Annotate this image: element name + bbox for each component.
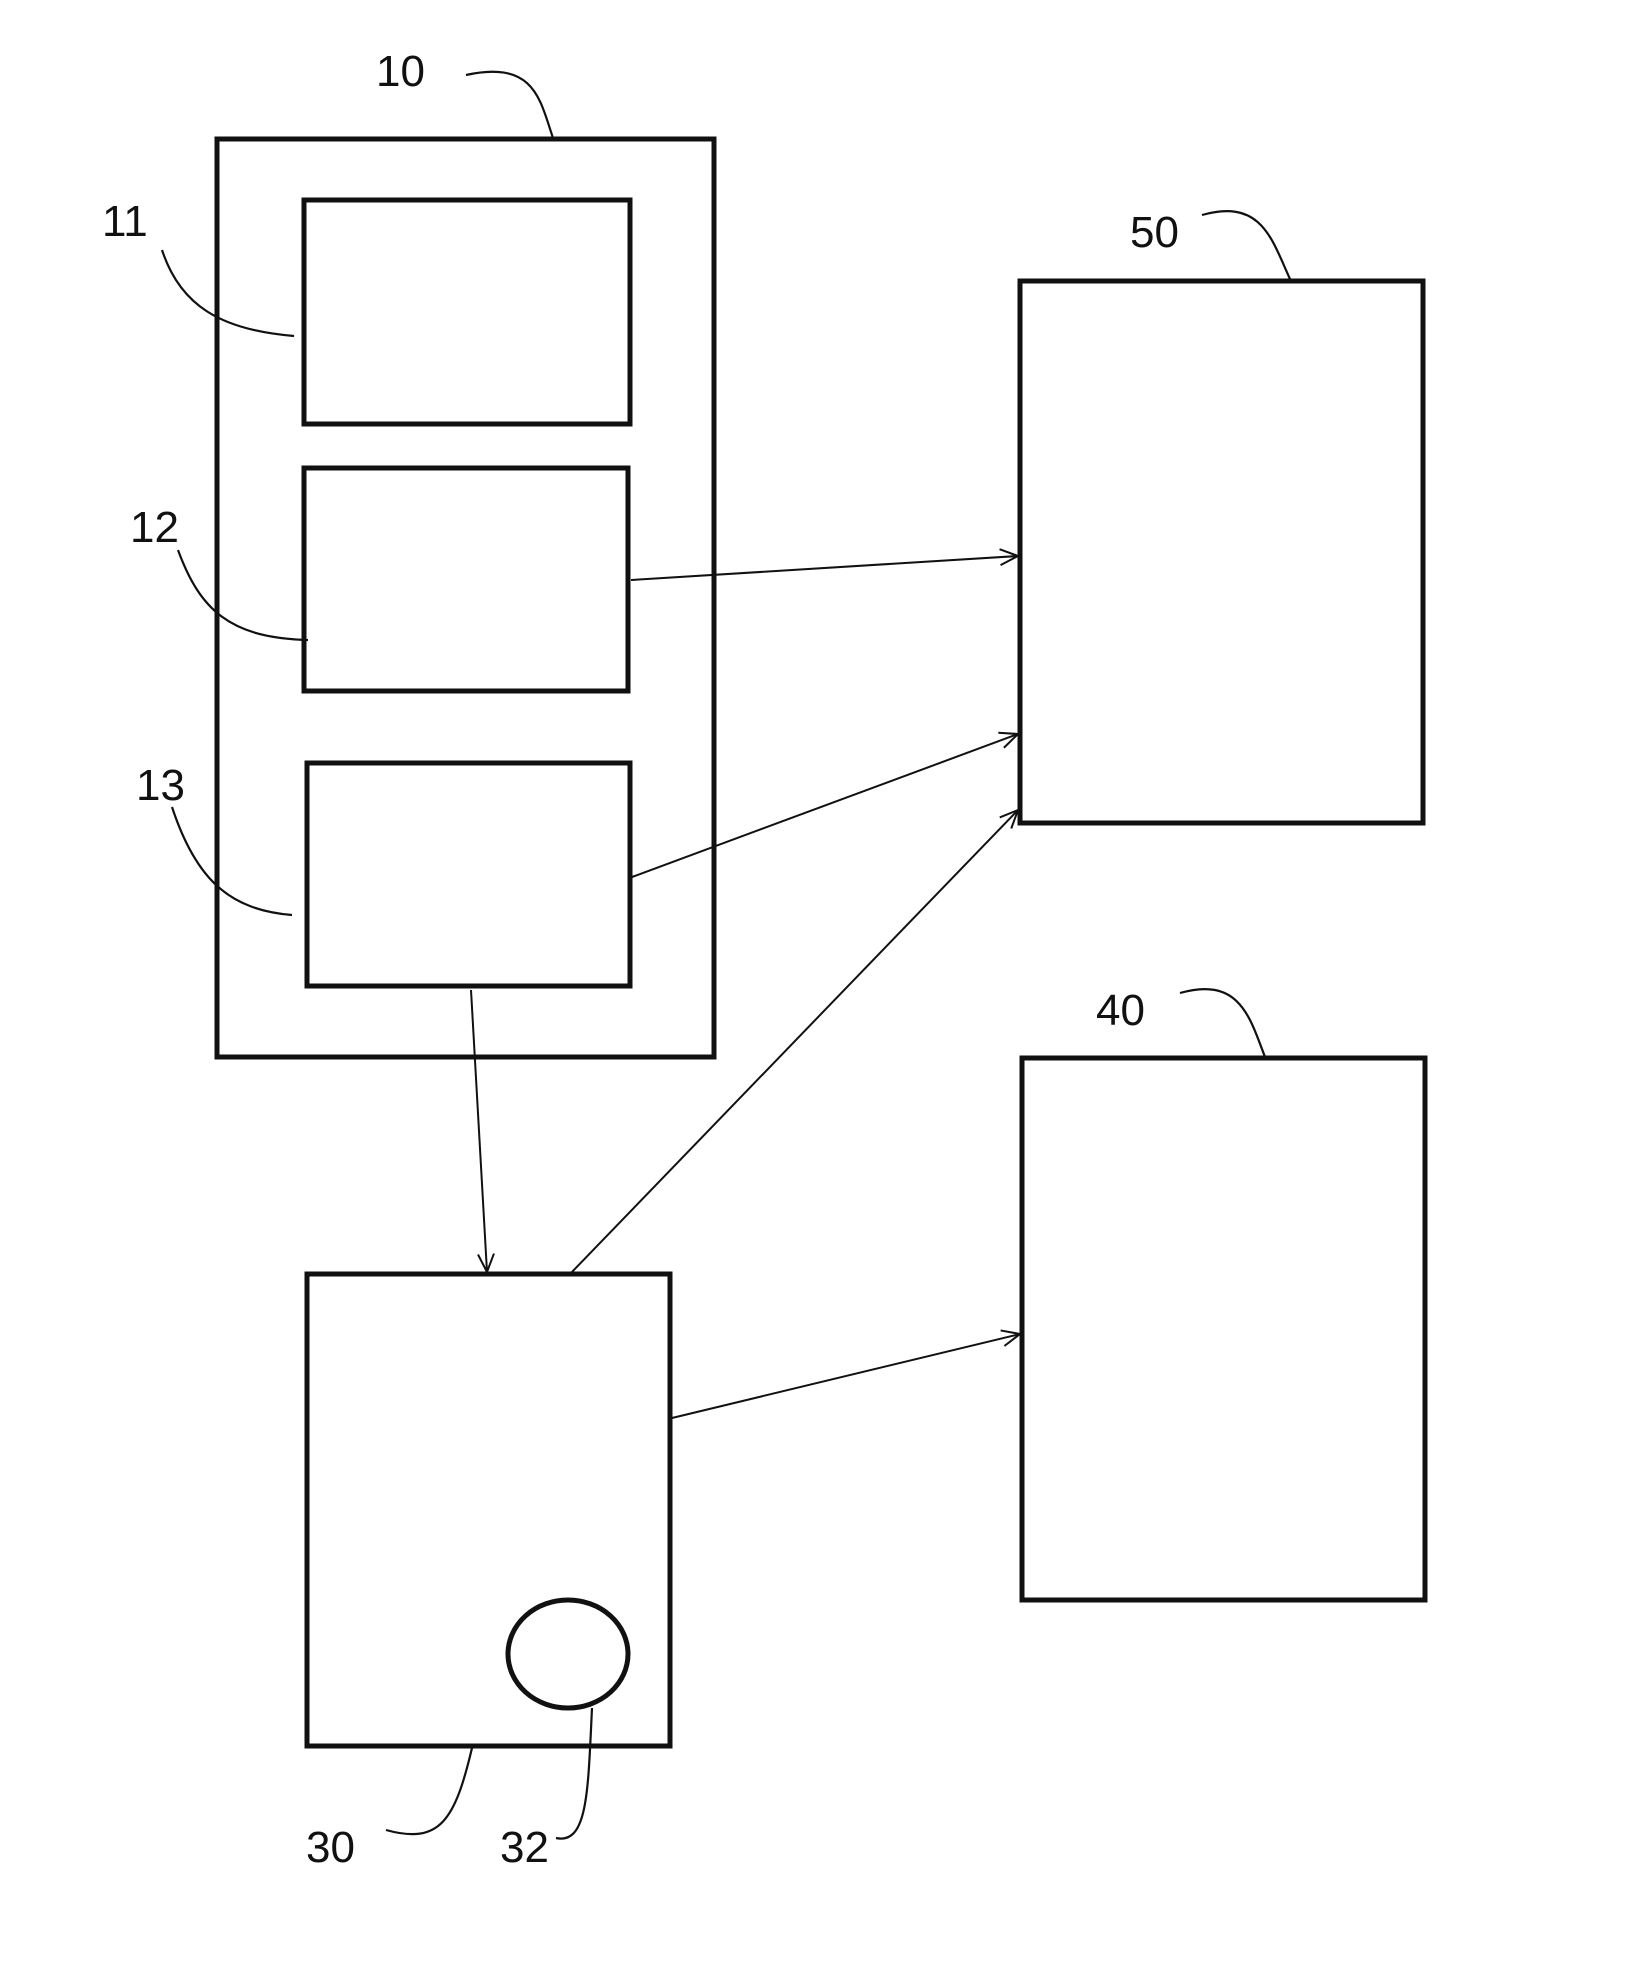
leader-10 [466, 72, 553, 138]
ref-label-12: 12 [130, 503, 179, 552]
block-30 [307, 1274, 670, 1746]
ref-label-13: 13 [136, 761, 185, 810]
leader-11 [162, 250, 294, 336]
ref-label-30: 30 [306, 1823, 355, 1872]
ref-label-11: 11 [102, 197, 148, 246]
block-13 [307, 763, 630, 986]
block-50 [1020, 281, 1423, 823]
leader-50 [1202, 211, 1290, 279]
arrow-30-to-40 [672, 1334, 1020, 1418]
leader-13 [172, 807, 292, 915]
arrow-12-to-50 [631, 556, 1018, 580]
block-10 [217, 139, 714, 1057]
leader-12 [178, 550, 308, 640]
ref-label-10: 10 [376, 47, 425, 96]
ref-label-32: 32 [500, 1823, 549, 1872]
block-40 [1022, 1058, 1425, 1600]
leader-32 [556, 1708, 592, 1839]
block-11 [304, 200, 630, 424]
leader-30 [386, 1748, 472, 1834]
element-32-circle [508, 1600, 628, 1708]
arrow-13-to-50 [632, 734, 1018, 877]
block-12 [304, 468, 628, 691]
ref-label-50: 50 [1130, 208, 1179, 257]
arrow-13-to-30 [471, 990, 487, 1272]
leader-40 [1180, 989, 1265, 1057]
ref-label-40: 40 [1096, 986, 1145, 1035]
arrow-30-to-50 [570, 810, 1018, 1274]
